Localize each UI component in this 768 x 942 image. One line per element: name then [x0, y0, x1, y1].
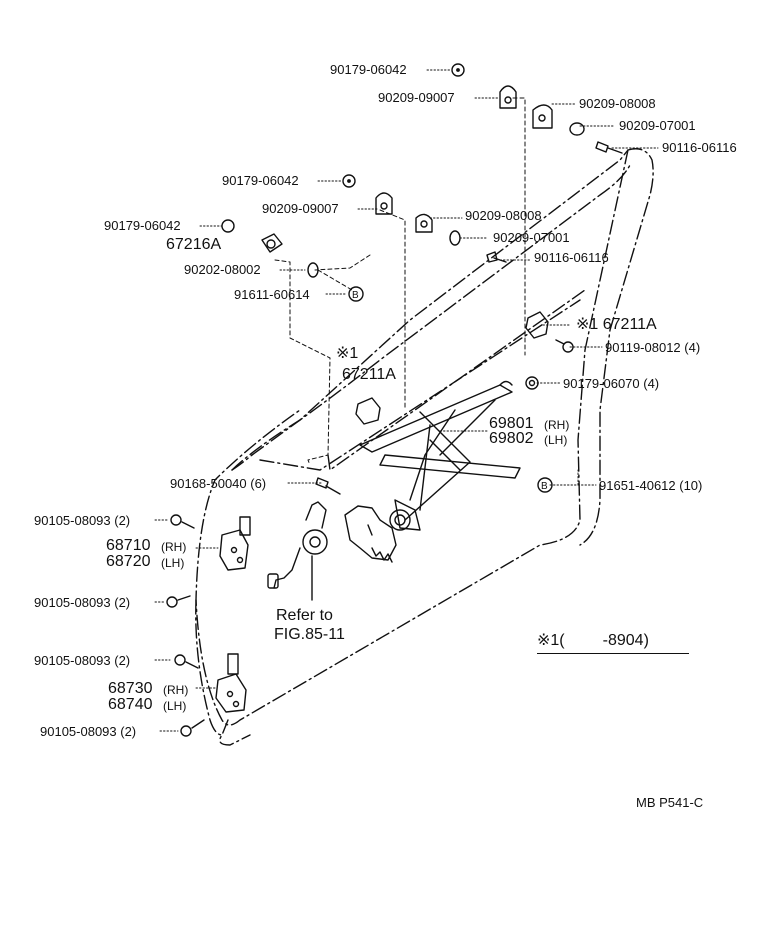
part-label: 90179-06042 — [330, 62, 407, 77]
clip-bracket-icon — [533, 105, 552, 128]
part-label: 90179-06042 — [104, 218, 181, 233]
part-label: 69801 — [489, 415, 534, 432]
part-label: (LH) — [161, 556, 185, 570]
part-label: 90202-08002 — [184, 262, 261, 277]
part-label: 90105-08093 (2) — [34, 513, 131, 528]
bolt-icon — [556, 340, 573, 352]
window-regulator — [360, 382, 520, 531]
part-label: ※1 — [336, 345, 359, 362]
part-label: 90179-06042 — [222, 173, 299, 188]
clip-bracket-icon — [376, 193, 392, 214]
bolt-icon — [181, 720, 204, 736]
callout-b-icon — [349, 287, 363, 301]
part-label: (RH) — [163, 683, 189, 697]
part-label: 91651-40612 (10) — [599, 478, 703, 493]
grommet-icon — [570, 123, 584, 135]
part-label: 90116-06116 — [662, 140, 737, 155]
stopper-icon — [526, 312, 548, 338]
part-label: (RH) — [544, 418, 570, 432]
part-label: ※1 67211A — [576, 316, 657, 333]
nut-icon — [526, 377, 538, 389]
part-label: 90209-07001 — [493, 230, 570, 245]
door-outline — [196, 149, 653, 745]
part-label: 90209-08008 — [579, 96, 656, 111]
grommet-icon — [452, 64, 464, 76]
part-label: 69802 — [489, 430, 534, 447]
part-label: 68720 — [106, 553, 151, 570]
reference-text: FIG.85-11 — [274, 626, 345, 643]
part-label: (RH) — [161, 540, 187, 554]
part-label: 90209-09007 — [378, 90, 455, 105]
part-label: (LH) — [544, 433, 568, 447]
leader-dashed — [275, 98, 525, 465]
part-label: 90168-50040 (6) — [170, 476, 267, 491]
production-note: ※1( -8904) — [537, 630, 689, 654]
part-label: 90116-06116 — [534, 250, 609, 265]
screw-icon — [316, 478, 340, 494]
callout-b-icon — [538, 478, 552, 492]
note-mark: ※1( — [537, 632, 565, 649]
note-code: -8904) — [602, 632, 649, 649]
regulator-motor — [268, 502, 327, 600]
leader-lines — [155, 70, 658, 731]
figure-code: MB P541-C — [636, 795, 704, 810]
part-label: 90119-08012 (4) — [605, 340, 701, 355]
clip-bracket-icon — [416, 214, 432, 232]
bolt-icon — [487, 252, 506, 262]
part-label: 90209-09007 — [262, 201, 339, 216]
grommet-icon — [450, 231, 460, 245]
grommet-icon — [308, 263, 318, 277]
sector-gear — [345, 506, 396, 562]
bolt-icon — [171, 515, 194, 528]
part-label: 68740 — [108, 696, 153, 713]
callout-b-text: B — [352, 290, 359, 301]
part-label: 90105-08093 (2) — [34, 653, 131, 668]
door-hinge-lower — [216, 654, 246, 712]
part-label: 68730 — [108, 680, 153, 697]
part-label: 67216A — [166, 236, 222, 253]
clip-bracket-icon — [500, 86, 516, 108]
grommet-icon — [343, 175, 355, 187]
part-label: 90179-06070 (4) — [563, 376, 660, 391]
part-label: (LH) — [163, 699, 187, 713]
reference-text: Refer to — [276, 607, 333, 624]
door-hinge-upper — [220, 517, 250, 570]
stopper-icon — [262, 234, 282, 252]
bolt-icon — [167, 596, 190, 607]
part-label: 67211A — [342, 366, 396, 383]
part-label: 90105-08093 (2) — [40, 724, 137, 739]
part-label: 90105-08093 (2) — [34, 595, 131, 610]
stopper-icon — [356, 398, 380, 424]
part-label: 90209-07001 — [619, 118, 696, 133]
part-label: 91611-60614 — [234, 287, 310, 302]
part-label: 68710 — [106, 537, 151, 554]
part-label: 90209-08008 — [465, 208, 542, 223]
bolt-icon — [596, 142, 622, 153]
callout-b-text: B — [541, 481, 548, 492]
grommet-icon — [222, 220, 234, 232]
bolt-icon — [175, 655, 198, 668]
